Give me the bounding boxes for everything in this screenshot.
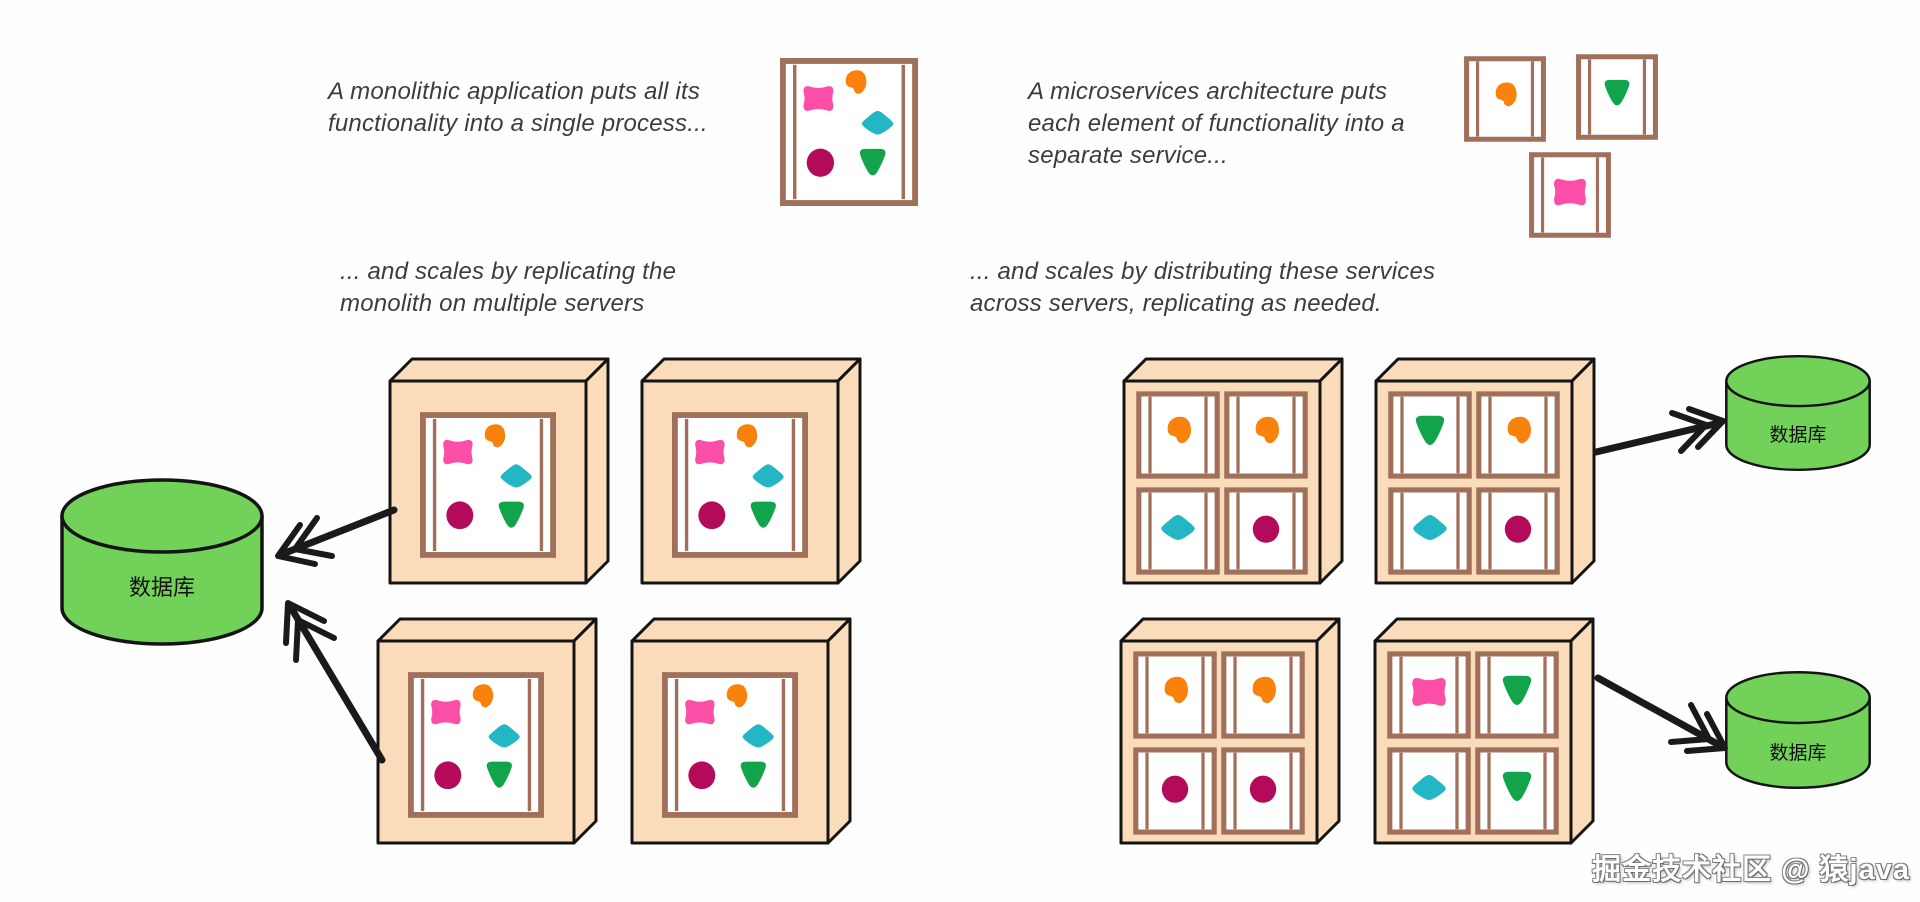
database-label: 数据库 [1769, 425, 1827, 446]
microservices-scale-text: ... and scales by distributing these ser… [970, 258, 1436, 317]
arrow-services-to-db-top-icon [1592, 406, 1726, 456]
monolith-scale-text: ... and scales by replicating the monoli… [340, 258, 677, 317]
arrow-server1-to-db-icon [275, 506, 398, 567]
arrow-server3-to-db-icon [283, 600, 386, 764]
database-label: 数据库 [128, 575, 195, 600]
watermark-text: 掘金技术社区 @ 猿java [1592, 854, 1910, 886]
database-label: 数据库 [1769, 743, 1827, 764]
microservices-intro-text: A microservices architecture puts each e… [1028, 78, 1405, 169]
database-microservices-2: 数据库 [1722, 668, 1874, 792]
arrow-services-to-db-bottom-icon [1594, 674, 1728, 754]
monolith-intro-text: A monolithic application puts all its fu… [328, 78, 708, 137]
database-monolith: 数据库 [56, 474, 268, 650]
database-microservices-1: 数据库 [1722, 352, 1874, 474]
